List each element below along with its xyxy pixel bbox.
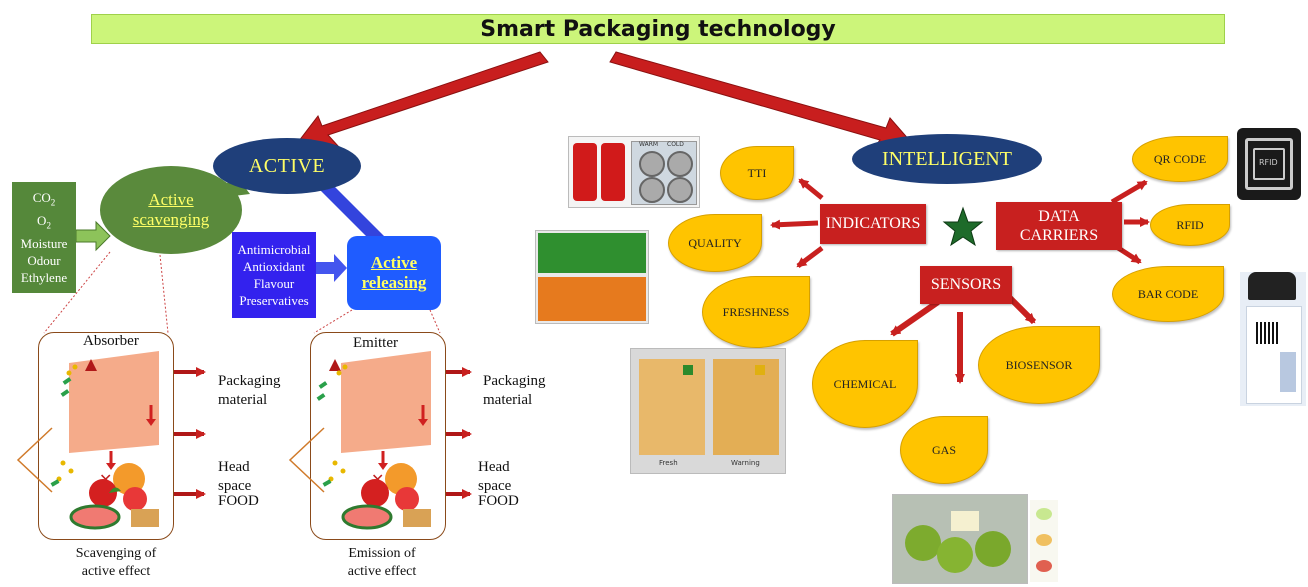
- qr-code-node: QR CODE: [1132, 136, 1228, 182]
- tti-cans-photo: WARM COLD: [568, 136, 700, 208]
- active-scavenging-node: Active scavenging: [100, 166, 242, 254]
- emitter-triangle-icon: [329, 359, 341, 371]
- page-title: Smart Packaging technology: [91, 14, 1225, 44]
- chemical-node: CHEMICAL: [812, 340, 918, 428]
- input-o2: O2: [37, 213, 51, 231]
- input-moisture: Moisture: [20, 235, 68, 251]
- arrow-data-qr: [1110, 179, 1148, 205]
- scavenging-caption-1: Scavenging of: [75, 546, 157, 561]
- releasing-inputs-box: Antimicrobial Antioxidant Flavour Preser…: [232, 232, 316, 318]
- indicators-node: INDICATORS: [820, 204, 926, 244]
- scavenging-caption-2: active effect: [81, 564, 151, 579]
- scavenging-inputs-box: CO2 O2 Moisture Odour Ethylene: [12, 182, 76, 293]
- freshness-meat-photo: Fresh Warning: [630, 348, 786, 474]
- bracket-1: [16, 427, 53, 493]
- rfid-tag-label: RFID: [1259, 158, 1278, 167]
- packaging-material-label-2: Packaging material: [483, 372, 545, 410]
- scavenging-label-1: Active: [148, 190, 194, 209]
- head-space-label-2: Head space: [478, 458, 511, 496]
- gas-indicator-strip: [1030, 500, 1058, 582]
- head-line1: Head: [218, 459, 250, 475]
- active-node: ACTIVE: [213, 138, 361, 194]
- fresh-label: Fresh: [659, 459, 678, 467]
- barcode-pack-photo: [1240, 272, 1306, 406]
- releasing-panel: ✕ Emitter: [310, 332, 446, 540]
- bar-code-node: BAR CODE: [1112, 266, 1224, 322]
- packaging-line1: Packaging: [218, 373, 281, 389]
- food-label-1: FOOD: [218, 493, 259, 509]
- arrow-inputs-releasing: [316, 254, 347, 282]
- scavenging-illustration: ✕: [50, 351, 159, 530]
- releasing-caption-2: active effect: [347, 564, 417, 579]
- biosensor-node: BIOSENSOR: [978, 326, 1100, 404]
- arrow-sensors-biosensor: [1007, 295, 1037, 325]
- head-line1: Head: [478, 459, 510, 475]
- releasing-caption-1: Emission of: [348, 546, 416, 561]
- input-co2: CO2: [32, 190, 56, 208]
- scavenging-caption: Scavenging of active effect: [60, 545, 172, 581]
- arrow-sensors-chemical: [890, 299, 940, 337]
- tti-node: TTI: [720, 146, 794, 200]
- input-flavour: Flavour: [253, 276, 295, 291]
- zoom-line: [429, 309, 441, 334]
- gas-apples-photo: [892, 494, 1028, 584]
- arrow-title-to-active: [290, 51, 549, 151]
- head-space-label-1: Head space: [218, 458, 251, 496]
- rfid-node: RFID: [1150, 204, 1230, 246]
- data-carriers-node: DATA CARRIERS: [996, 202, 1122, 250]
- input-antioxidant: Antioxidant: [242, 259, 306, 274]
- input-ethylene: Ethylene: [20, 269, 68, 285]
- releasing-label-1: Active: [370, 253, 418, 272]
- releasing-label-2: releasing: [361, 273, 427, 292]
- arrow-indicators-freshness: [796, 246, 824, 268]
- bracket-2: [288, 427, 325, 493]
- link-active-releasing: [318, 184, 388, 242]
- input-antimicrobial: Antimicrobial: [237, 242, 311, 257]
- scavenging-label-2: scavenging: [132, 210, 210, 229]
- input-odour: Odour: [27, 252, 61, 268]
- absorber-label: Absorber: [83, 333, 139, 349]
- food-label-2: FOOD: [478, 493, 519, 509]
- zoom-line: [43, 251, 111, 334]
- gas-node: GAS: [900, 416, 988, 484]
- releasing-caption: Emission of active effect: [326, 545, 438, 581]
- zoom-line: [159, 254, 169, 334]
- quality-indicator-photo: [535, 230, 649, 324]
- arrow-inputs-scavenging: [75, 220, 111, 252]
- releasing-illustration: ✕: [316, 351, 431, 530]
- arrow-indicators-tti: [798, 178, 824, 200]
- zoom-line: [313, 309, 353, 334]
- active-releasing-node: Active releasing: [347, 236, 441, 310]
- warm-label: WARM: [639, 141, 659, 148]
- absorber-triangle-icon: [85, 359, 97, 371]
- packaging-line2: material: [483, 392, 533, 408]
- warning-label: Warning: [731, 459, 760, 467]
- packaging-line2: material: [218, 392, 268, 408]
- data-carriers-line1: DATA: [1038, 208, 1080, 225]
- star-icon: [942, 206, 984, 247]
- head-line2: space: [218, 478, 252, 494]
- intelligent-node: INTELLIGENT: [852, 134, 1042, 184]
- head-line2: space: [478, 478, 512, 494]
- quality-node: QUALITY: [668, 214, 762, 272]
- sensors-node: SENSORS: [920, 266, 1012, 304]
- cold-label: COLD: [667, 141, 684, 148]
- packaging-material-label-1: Packaging material: [218, 372, 280, 410]
- packaging-line1: Packaging: [483, 373, 546, 389]
- freshness-node: FRESHNESS: [702, 276, 810, 348]
- scavenging-panel: ✕ Absorber: [38, 332, 174, 540]
- input-preservatives: Preservatives: [239, 293, 309, 308]
- data-carriers-line2: CARRIERS: [1019, 227, 1099, 244]
- emitter-label: Emitter: [353, 335, 398, 351]
- arrow-indicators-quality: [770, 219, 819, 230]
- rfid-tag-photo: RFID: [1237, 128, 1301, 200]
